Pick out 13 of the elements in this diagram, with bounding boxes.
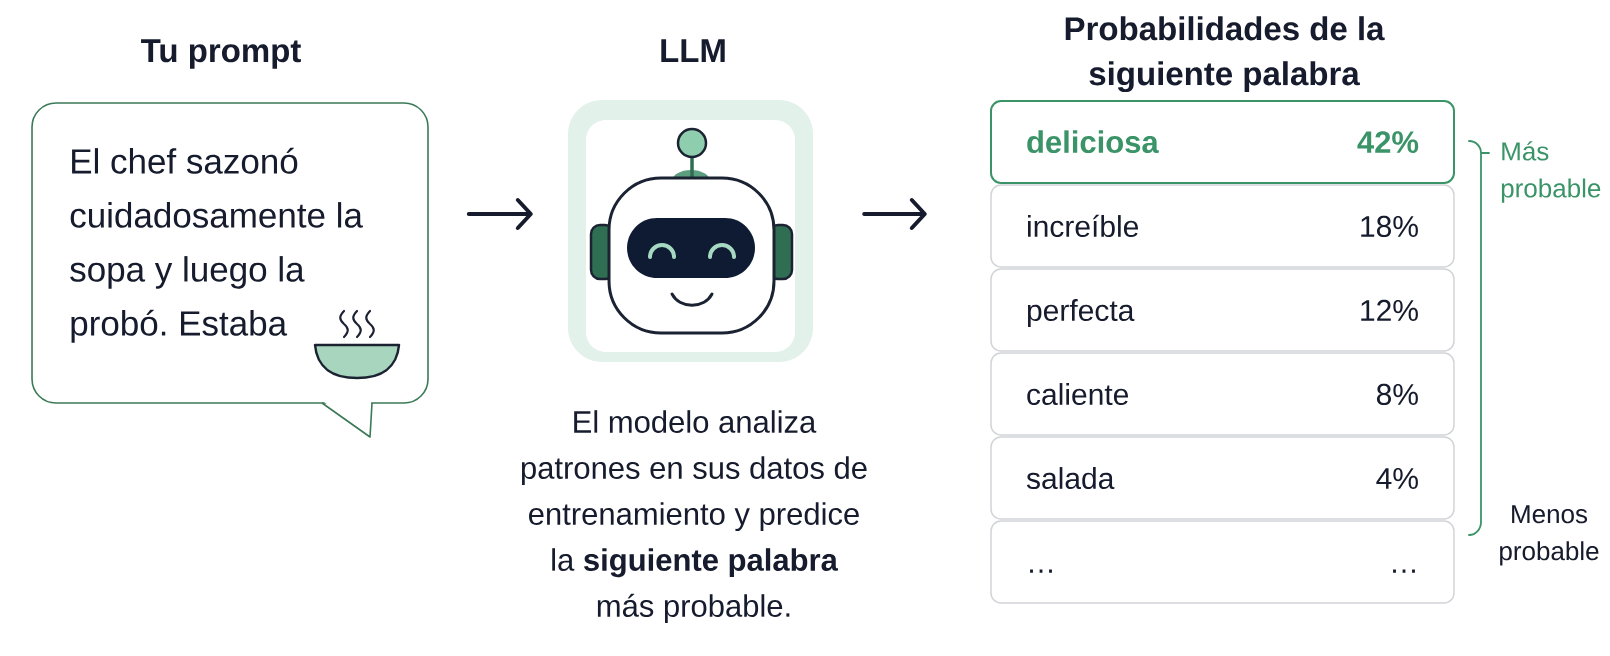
description-text: El modelo analiza patrones en sus datos de entrenamiento y predice la siguiente palabra más probable. <box>521 410 867 624</box>
probability-row: salada 4% <box>990 436 1455 520</box>
speech-bubble: El chef sazonó cuidadosamente la sopa y luego la probó. Estaba <box>31 102 429 438</box>
probability-row: caliente 8% <box>990 352 1455 436</box>
heading: LLM <box>661 39 725 62</box>
heading: Probabilidades de la siguiente palabra <box>1065 16 1385 93</box>
probability-row: … … <box>990 520 1455 604</box>
bracket-label: Menos probable <box>1500 505 1599 566</box>
probability-row: deliciosa 42% <box>990 100 1455 184</box>
heading: Tu prompt <box>141 39 301 69</box>
probability-row: increíble 18% <box>990 184 1455 268</box>
bracket-label: Más probable <box>1501 141 1601 203</box>
probability-row: perfecta 12% <box>990 268 1455 352</box>
